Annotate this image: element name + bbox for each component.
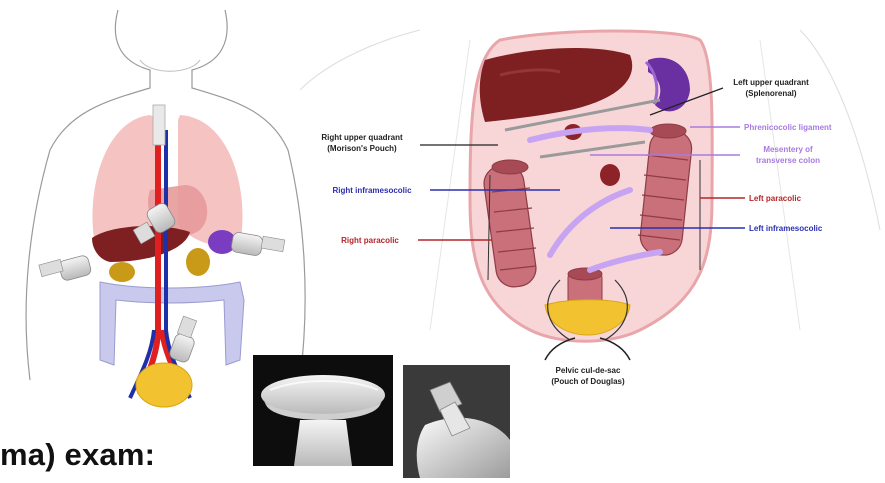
bladder — [136, 363, 192, 407]
slide-title: ma) exam: — [0, 437, 155, 473]
probe-pelvic — [168, 316, 196, 363]
phased-probe-photo — [403, 365, 510, 478]
label-left-upper-quadrant: Left upper quadrant — [733, 78, 809, 87]
label-pouch-of-douglas: (Pouch of Douglas) — [551, 377, 625, 386]
peritoneal-diagram: Left upper quadrant (Splenorenal) Right … — [300, 30, 880, 386]
label-left-inframesocolic: Left inframesocolic — [749, 224, 823, 233]
curved-probe-photo — [253, 355, 393, 466]
label-right-inframesocolic: Right inframesocolic — [332, 186, 412, 195]
left-kidney — [186, 248, 210, 276]
label-left-paracolic: Left paracolic — [749, 194, 802, 203]
probe-luq — [230, 232, 284, 257]
right-kidney — [109, 262, 135, 282]
torso-illustration — [26, 10, 305, 407]
label-mesentery-of: Mesentery of — [763, 145, 813, 154]
label-splenorenal: (Splenorenal) — [745, 89, 796, 98]
label-morisons-pouch: (Morison's Pouch) — [327, 144, 397, 153]
label-right-upper-quadrant: Right upper quadrant — [321, 133, 403, 142]
label-right-paracolic: Right paracolic — [341, 236, 399, 245]
probe-ruq — [39, 254, 92, 281]
label-transverse-colon: transverse colon — [756, 156, 820, 165]
label-phrenicocolic-ligament: Phrenicocolic ligament — [744, 123, 832, 132]
label-pelvic-cul-de-sac: Pelvic cul-de-sac — [556, 366, 621, 375]
small-blob — [600, 164, 620, 186]
